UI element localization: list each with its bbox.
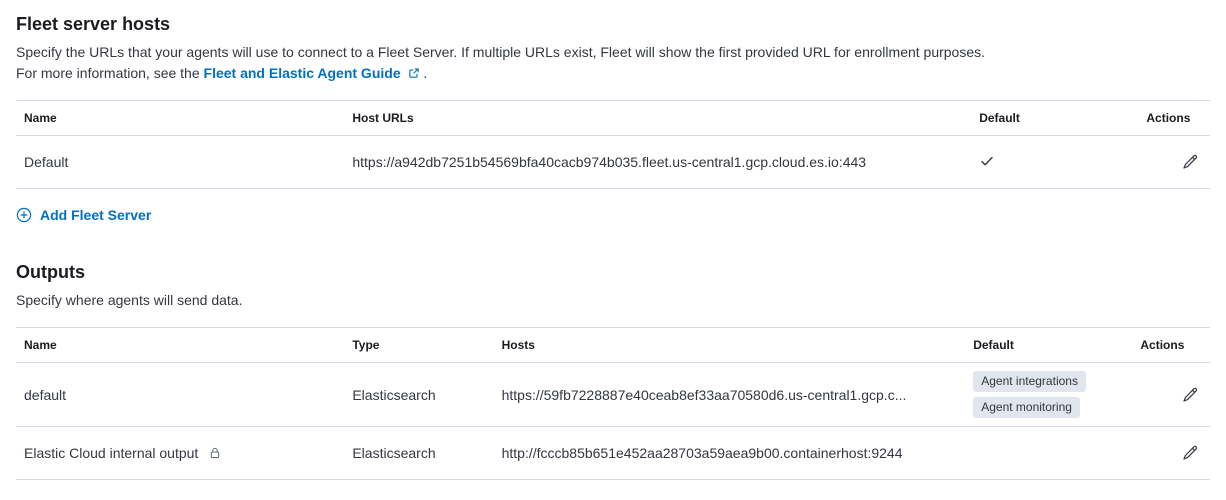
outputs-col-header-hosts: Hosts	[493, 327, 966, 363]
fleet-server-hosts-description: Specify the URLs that your agents will u…	[16, 42, 1210, 84]
fleet-server-hosts-table: Name Host URLs Default Actions Default h…	[16, 100, 1210, 189]
guide-link-label: Fleet and Elastic Agent Guide	[203, 65, 401, 81]
fleet-description-line2-suffix: .	[423, 65, 428, 81]
output-default-cell: Agent integrations Agent monitoring	[965, 362, 1133, 427]
outputs-col-header-actions: Actions	[1132, 327, 1210, 363]
output-name-cell: Elastic Cloud internal output	[16, 426, 345, 480]
outputs-section: Outputs Specify where agents will send d…	[16, 262, 1210, 480]
pencil-icon	[1182, 154, 1198, 173]
plus-circle-icon	[16, 207, 32, 223]
add-fleet-server-label: Add Fleet Server	[40, 207, 152, 223]
output-row-default: default Elasticsearch https://59fb722888…	[16, 362, 1210, 427]
fleet-description-line2: For more information, see the Fleet and …	[16, 65, 427, 81]
output-name-label: Elastic Cloud internal output	[24, 445, 199, 461]
edit-output-button[interactable]	[1178, 441, 1202, 465]
output-hosts-cell: https://59fb7228887e40ceab8ef33aa70580d6…	[493, 362, 966, 427]
outputs-table: Name Type Hosts Default Actions default …	[16, 327, 1210, 480]
output-default-cell	[965, 426, 1133, 480]
output-type-cell: Elasticsearch	[344, 362, 494, 427]
output-actions-cell	[1132, 426, 1210, 480]
fleet-host-name-cell: Default	[16, 135, 345, 189]
fleet-host-url-cell: https://a942db7251b54569bfa40cacb974b035…	[344, 135, 972, 189]
edit-fleet-host-button[interactable]	[1178, 150, 1202, 174]
fleet-description-line1: Specify the URLs that your agents will u…	[16, 44, 986, 60]
fleet-host-actions-cell	[1138, 135, 1210, 189]
outputs-col-header-name: Name	[16, 327, 345, 363]
fleet-elastic-agent-guide-link[interactable]: Fleet and Elastic Agent Guide	[204, 65, 424, 81]
pencil-icon	[1182, 387, 1198, 406]
add-fleet-server-button[interactable]: Add Fleet Server	[16, 207, 151, 223]
fleet-server-hosts-section: Fleet server hosts Specify the URLs that…	[16, 14, 1210, 228]
outputs-col-header-default: Default	[965, 327, 1133, 363]
pencil-icon	[1182, 445, 1198, 464]
fleet-server-host-row: Default https://a942db7251b54569bfa40cac…	[16, 135, 1210, 189]
agent-monitoring-badge: Agent monitoring	[973, 397, 1080, 418]
fleet-server-hosts-title: Fleet server hosts	[16, 14, 171, 34]
fleet-col-header-host-urls: Host URLs	[344, 100, 972, 136]
fleet-table-header-row: Name Host URLs Default Actions	[16, 100, 1210, 136]
fleet-col-header-name: Name	[16, 100, 345, 136]
edit-output-button[interactable]	[1178, 383, 1202, 407]
fleet-col-header-actions: Actions	[1138, 100, 1210, 136]
outputs-description: Specify where agents will send data.	[16, 292, 243, 308]
outputs-table-header-row: Name Type Hosts Default Actions	[16, 327, 1210, 363]
output-type-cell: Elasticsearch	[344, 426, 494, 480]
fleet-host-default-cell	[971, 135, 1139, 189]
check-icon	[979, 156, 995, 172]
outputs-title: Outputs	[16, 262, 85, 282]
fleet-col-header-default: Default	[971, 100, 1139, 136]
external-link-icon	[405, 65, 420, 81]
outputs-col-header-type: Type	[344, 327, 494, 363]
lock-icon	[208, 446, 222, 460]
output-actions-cell	[1132, 362, 1210, 427]
agent-integrations-badge: Agent integrations	[973, 371, 1086, 392]
default-badge-stack: Agent integrations Agent monitoring	[973, 371, 1124, 418]
fleet-description-line2-prefix: For more information, see the	[16, 65, 200, 81]
output-name-cell: default	[16, 362, 345, 427]
